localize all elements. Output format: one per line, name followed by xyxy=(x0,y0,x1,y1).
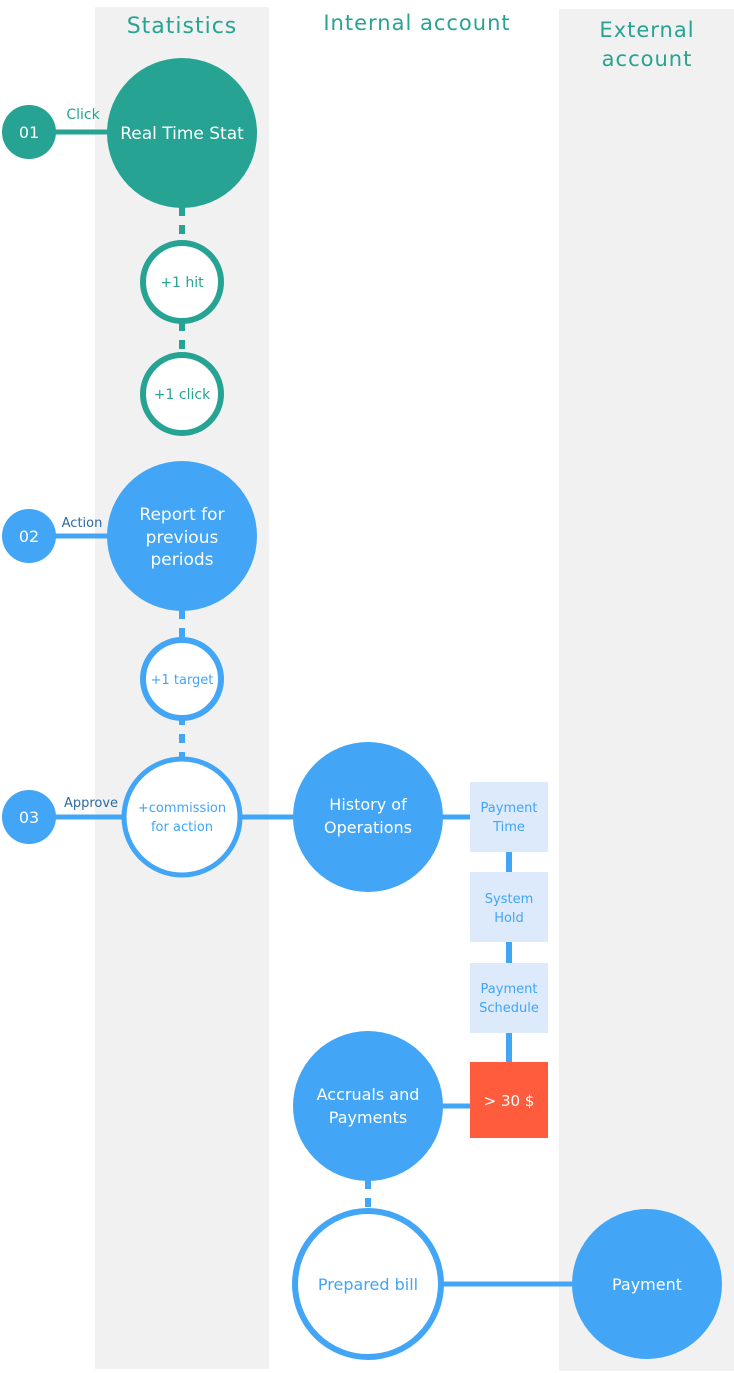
click-counter-node xyxy=(140,352,224,436)
step-01-label: Click xyxy=(66,107,100,123)
history-label-line2: Operations xyxy=(324,818,412,837)
external-account-column xyxy=(559,9,734,1371)
step-01-badge xyxy=(2,105,56,159)
threshold-label: > 30 $ xyxy=(484,1092,535,1110)
report-label-line2: previous xyxy=(146,528,219,548)
payment-schedule-line1: Payment xyxy=(481,982,538,997)
payment-time-box xyxy=(470,782,548,852)
hit-counter-node xyxy=(140,240,224,324)
prepared-bill-label: Prepared bill xyxy=(318,1275,418,1294)
commission-node xyxy=(121,756,243,878)
step-01-number: 01 xyxy=(19,123,39,142)
payment-schedule-box xyxy=(470,963,548,1033)
step-02-badge xyxy=(2,509,56,563)
system-hold-line1: System xyxy=(485,892,533,907)
system-hold-line2: Hold xyxy=(494,911,524,926)
payment-node xyxy=(572,1209,722,1359)
payment-time-line1: Payment xyxy=(481,801,538,816)
history-of-operations-node xyxy=(293,742,443,892)
system-hold-box xyxy=(470,872,548,942)
commission-label-line1: +commission xyxy=(138,801,226,816)
real-time-stat-node xyxy=(107,58,257,208)
accruals-label-line2: Payments xyxy=(329,1108,407,1127)
hit-counter-label: +1 hit xyxy=(160,275,204,291)
statistics-column-title: Statistics xyxy=(127,14,238,39)
report-node xyxy=(107,461,257,611)
target-counter-label: +1 target xyxy=(151,673,214,688)
internal-account-column-title: Internal account xyxy=(323,11,510,35)
report-label-line3: periods xyxy=(150,550,213,570)
history-label-line1: History of xyxy=(329,795,407,814)
payment-label: Payment xyxy=(612,1275,682,1294)
commission-label-line2: for action xyxy=(151,820,213,835)
target-counter-node xyxy=(140,637,224,721)
external-account-title-line1: External xyxy=(599,18,694,42)
threshold-box xyxy=(470,1062,548,1138)
click-counter-label: +1 click xyxy=(154,387,211,403)
external-account-title-line2: account xyxy=(602,47,693,71)
prepared-bill-node xyxy=(292,1208,444,1360)
step-02-number: 02 xyxy=(19,527,39,546)
accruals-and-payments-node xyxy=(293,1031,443,1181)
step-03-number: 03 xyxy=(19,808,39,827)
step-03-badge xyxy=(2,790,56,844)
payment-schedule-line2: Schedule xyxy=(479,1001,539,1016)
step-03-label: Approve xyxy=(64,796,118,811)
step-02-label: Action xyxy=(62,516,103,531)
accruals-label-line1: Accruals and xyxy=(317,1085,420,1104)
report-label-line1: Report for xyxy=(139,505,224,525)
payment-time-line2: Time xyxy=(492,820,525,835)
real-time-stat-label: Real Time Stat xyxy=(120,124,244,144)
